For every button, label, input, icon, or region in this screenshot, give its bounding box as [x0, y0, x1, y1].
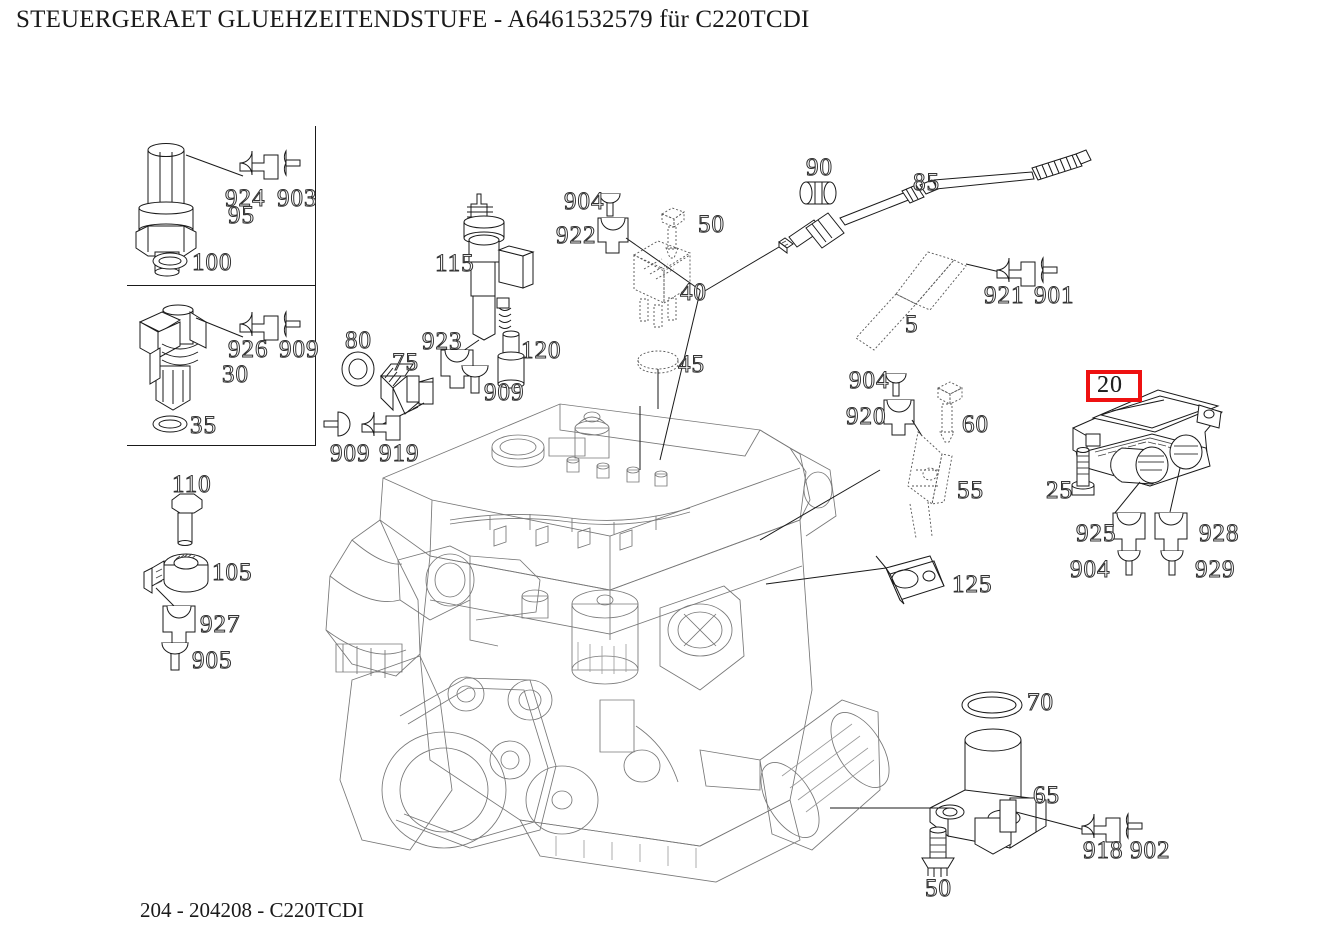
- bolt-110-drawing: [172, 494, 202, 546]
- callout-904-right[interactable]: 904: [849, 367, 890, 394]
- callout-75[interactable]: 75: [392, 349, 419, 376]
- callout-95[interactable]: 95: [228, 202, 255, 229]
- callout-925[interactable]: 925: [1076, 520, 1117, 547]
- inset-frame-sensors: [127, 126, 316, 446]
- callout-922[interactable]: 922: [556, 222, 597, 249]
- callout-928[interactable]: 928: [1199, 520, 1240, 547]
- callout-50-upper[interactable]: 50: [698, 211, 725, 238]
- oring-70-drawing: [962, 692, 1022, 718]
- part-50-upper-drawing: [662, 208, 684, 258]
- knock-sensor-105-drawing: [144, 554, 208, 608]
- callout-909-left[interactable]: 909: [330, 440, 371, 467]
- part-60-drawing: [938, 382, 962, 442]
- inset-frame-divider: [127, 285, 315, 286]
- callout-100[interactable]: 100: [192, 249, 233, 276]
- callout-80[interactable]: 80: [345, 327, 372, 354]
- engine-block-drawing: [326, 290, 901, 882]
- callout-70[interactable]: 70: [1027, 689, 1054, 716]
- callout-904-ecu[interactable]: 904: [1070, 556, 1111, 583]
- connector-symbol-927: [163, 606, 195, 644]
- callout-50-lower[interactable]: 50: [925, 875, 952, 902]
- callout-901[interactable]: 901: [1034, 282, 1075, 309]
- expansion-rivet-50-drawing: [922, 827, 954, 877]
- bolt-25-drawing: [1072, 448, 1094, 496]
- callout-115[interactable]: 115: [435, 250, 475, 277]
- callout-926[interactable]: 926: [228, 336, 269, 363]
- callout-90[interactable]: 90: [806, 154, 833, 181]
- callout-65[interactable]: 65: [1033, 782, 1060, 809]
- callout-920[interactable]: 920: [846, 403, 887, 430]
- connector-symbol-919: [362, 412, 400, 440]
- oring-80-drawing: [342, 352, 374, 386]
- callout-927[interactable]: 927: [200, 611, 241, 638]
- callout-55[interactable]: 55: [957, 477, 984, 504]
- callout-110[interactable]: 110: [172, 471, 212, 498]
- callout-909-mid[interactable]: 909: [484, 379, 525, 406]
- callout-85[interactable]: 85: [913, 169, 940, 196]
- callout-105[interactable]: 105: [212, 559, 253, 586]
- callout-902[interactable]: 902: [1130, 837, 1171, 864]
- callout-60[interactable]: 60: [962, 411, 989, 438]
- connector-symbol-904-ecu: [1118, 551, 1140, 575]
- callout-929[interactable]: 929: [1195, 556, 1236, 583]
- part-45-drawing: [638, 351, 678, 409]
- callout-905[interactable]: 905: [192, 647, 233, 674]
- connector-symbol-923: [441, 350, 473, 388]
- connector-symbol-902: [1126, 814, 1142, 838]
- callout-30[interactable]: 30: [222, 361, 249, 388]
- footer-reference: 204 - 204208 - C220TCDI: [140, 898, 364, 922]
- highlight-box-part-20: [1086, 370, 1142, 402]
- gasket-125-drawing: [876, 556, 944, 604]
- filter-housing-65-drawing: [930, 729, 1085, 854]
- callout-921[interactable]: 921: [984, 282, 1025, 309]
- callout-45[interactable]: 45: [678, 351, 705, 378]
- part-55-drawing: [908, 432, 952, 538]
- callout-918[interactable]: 918: [1083, 837, 1124, 864]
- connector-symbol-909-left: [324, 412, 350, 436]
- callout-919[interactable]: 919: [379, 440, 420, 467]
- callout-125[interactable]: 125: [952, 571, 993, 598]
- ecu-20-drawing: [1073, 390, 1222, 514]
- callout-40[interactable]: 40: [680, 279, 707, 306]
- callout-35[interactable]: 35: [190, 412, 217, 439]
- connector-symbol-901: [1041, 258, 1057, 282]
- callout-25[interactable]: 25: [1046, 477, 1073, 504]
- callout-120[interactable]: 120: [521, 337, 562, 364]
- connector-symbol-928: [1155, 513, 1187, 551]
- connector-symbol-929: [1161, 551, 1183, 575]
- callout-904-mid[interactable]: 904: [564, 188, 605, 215]
- connector-symbol-920: [884, 400, 922, 436]
- connector-symbol-925: [1113, 513, 1145, 551]
- callout-909-upper[interactable]: 909: [279, 336, 320, 363]
- glowplug-85-drawing: [703, 150, 1091, 292]
- callout-20[interactable]: 20: [1097, 372, 1123, 398]
- callout-903[interactable]: 903: [277, 185, 318, 212]
- part-5-drawing: [856, 252, 1000, 350]
- connector-symbol-905: [162, 643, 188, 670]
- callout-923[interactable]: 923: [422, 328, 463, 355]
- callout-924[interactable]: 924: [225, 185, 266, 212]
- callout-5[interactable]: 5: [905, 311, 919, 338]
- cap-90-drawing: [800, 182, 836, 204]
- page-title: STEUERGERAET GLUEHZEITENDSTUFE - A646153…: [16, 6, 810, 33]
